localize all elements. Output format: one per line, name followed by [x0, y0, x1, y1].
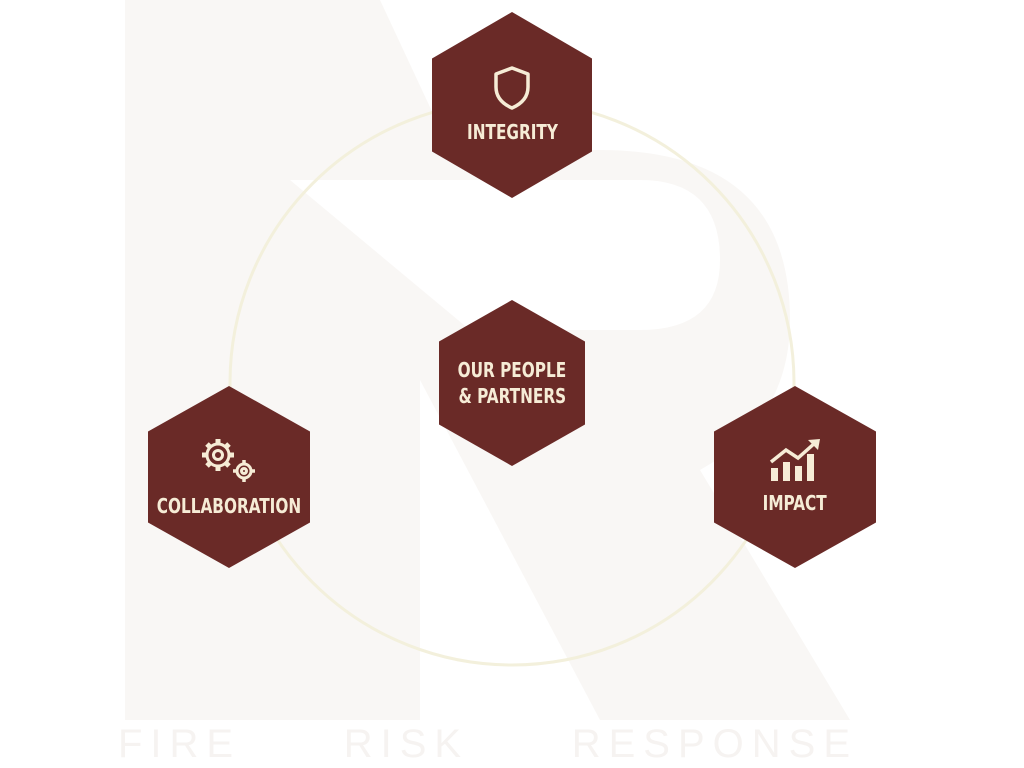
growth-chart-icon	[769, 439, 820, 481]
value-label: INTEGRITY	[466, 120, 558, 144]
value-label: COLLABORATION	[156, 494, 302, 518]
center-label-line2: & PARTNERS	[458, 384, 566, 408]
gears-icon	[202, 439, 255, 482]
value-label: IMPACT	[762, 491, 828, 515]
shield-icon	[494, 66, 530, 110]
center-label-line1: OUR PEOPLE	[457, 358, 567, 382]
watermark-brand-text: FIRE RISK RESPONSE	[118, 722, 858, 766]
